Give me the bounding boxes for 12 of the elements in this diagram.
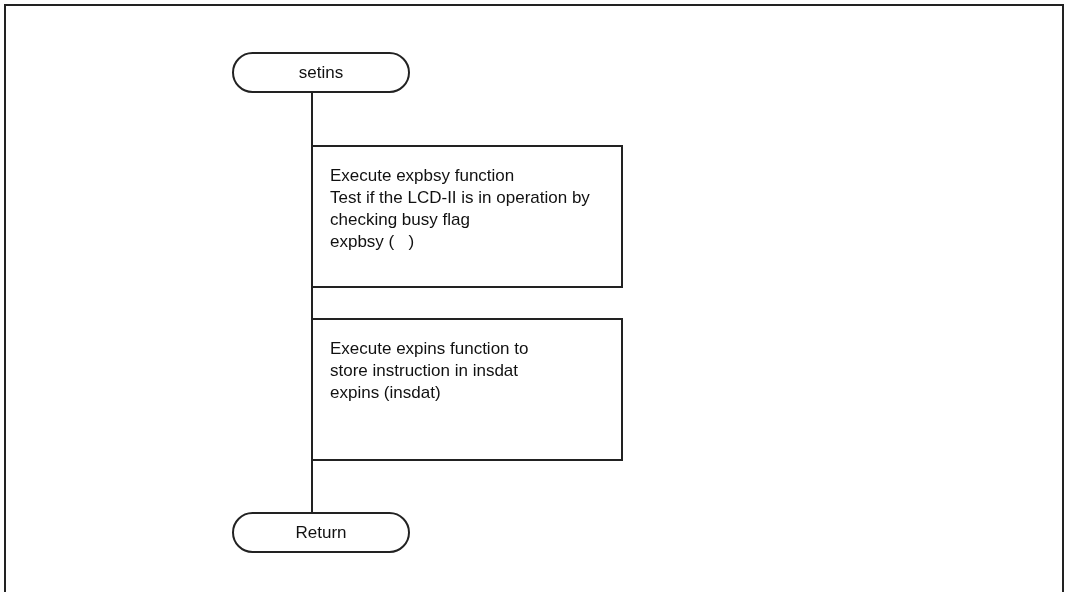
- terminal-shape: [232, 52, 410, 93]
- connector-line: [311, 286, 313, 320]
- process-box: [311, 318, 623, 461]
- connector-line: [311, 459, 313, 514]
- terminal-label: setins: [298, 61, 344, 84]
- process-description: Execute expbsy function: [330, 165, 516, 187]
- process-box: [311, 145, 623, 288]
- terminal-shape: [232, 512, 410, 553]
- connector-line: [311, 91, 313, 147]
- terminal-label: Return: [295, 521, 347, 544]
- function-call: expbsy ( ): [330, 231, 416, 253]
- function-call: expins (insdat): [330, 382, 442, 404]
